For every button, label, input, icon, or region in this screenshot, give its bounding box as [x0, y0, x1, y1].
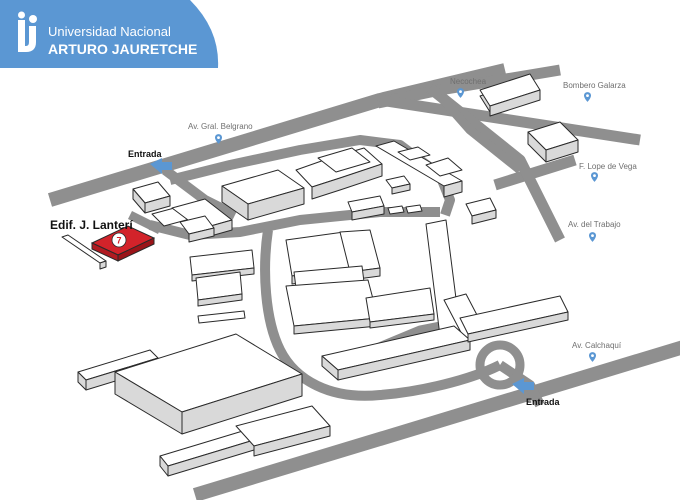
- logo-banner: Universidad Nacional ARTURO JAURETCHE: [0, 0, 219, 68]
- building-lanteri[interactable]: 7: [90, 225, 156, 262]
- road-bombero-galarza: [379, 94, 641, 146]
- street-lope-text: F. Lope de Vega: [579, 162, 637, 171]
- lope-pin-icon: [591, 172, 598, 182]
- necochea-pin-icon: [457, 88, 464, 98]
- street-label-calchaqui: Av. Calchaquí: [572, 341, 622, 362]
- building-northeast-row: [375, 140, 463, 198]
- building-north-complex: [295, 147, 383, 200]
- building-southeast-row: [321, 295, 569, 381]
- building-southwest-large: [77, 333, 303, 435]
- road-left-connector: [127, 210, 163, 235]
- building-necochea: [479, 73, 541, 117]
- building-nw-cluster: [151, 198, 233, 243]
- road-av-calchaqui: [192, 340, 680, 500]
- street-bombero-text: Bombero Galarza: [563, 81, 626, 90]
- building-small-n1: [385, 175, 411, 195]
- trabajo-pin-icon: [589, 232, 596, 242]
- bombero-pin-icon: [584, 92, 591, 102]
- lanteri-number-badge: [111, 232, 127, 248]
- building-central-complex: [285, 229, 435, 335]
- road-west-loop: [260, 229, 503, 401]
- building-nw-1: [132, 181, 171, 214]
- street-label-belgrano: Av. Gral. Belgrano: [188, 122, 253, 144]
- street-label-trabajo: Av. del Trabajo: [568, 220, 621, 242]
- street-label-bombero: Bombero Galarza: [563, 81, 626, 102]
- calchaqui-pin-icon: [589, 352, 596, 362]
- logo-line1: Universidad Nacional: [48, 24, 171, 39]
- lanteri-wall-side: [91, 242, 119, 262]
- entrance-south-label: Entrada: [526, 397, 561, 407]
- lanteri-number: 7: [116, 236, 121, 246]
- building-lanteri-annex: [61, 234, 107, 270]
- roundabout: [475, 340, 525, 390]
- uj-monogram-icon: [18, 11, 37, 52]
- street-calchaqui-text: Av. Calchaquí: [572, 341, 622, 350]
- building-center-left-2: [195, 271, 243, 307]
- building-south: [159, 405, 331, 477]
- street-belgrano-text: Av. Gral. Belgrano: [188, 122, 253, 131]
- road-lope-de-vega: [493, 154, 577, 191]
- entrance-south-arrow-icon: [512, 378, 534, 394]
- building-central-north: [221, 169, 305, 221]
- logo-line2: ARTURO JAURETCHE: [48, 41, 197, 57]
- entrance-south[interactable]: Entrada: [512, 378, 561, 407]
- street-label-lope: F. Lope de Vega: [579, 162, 637, 182]
- building-center-left-3: [197, 310, 246, 324]
- street-necochea-text: Necochea: [450, 77, 487, 86]
- street-trabajo-text: Av. del Trabajo: [568, 220, 621, 229]
- building-mid-east: [465, 197, 497, 225]
- lanteri-callout-label: Edif. J. Lanterí: [50, 218, 133, 232]
- logo-banner-shape: [0, 0, 219, 68]
- street-label-necochea: Necochea: [450, 77, 487, 98]
- entrance-north-label: Entrada: [128, 149, 163, 159]
- buildings: 7: [61, 73, 579, 477]
- entrance-north[interactable]: Entrada: [128, 149, 172, 174]
- entrance-north-arrow-icon: [150, 158, 172, 174]
- building-center-small: [347, 195, 423, 221]
- building-bombero: [527, 121, 579, 163]
- road-inner-curve: [436, 93, 523, 174]
